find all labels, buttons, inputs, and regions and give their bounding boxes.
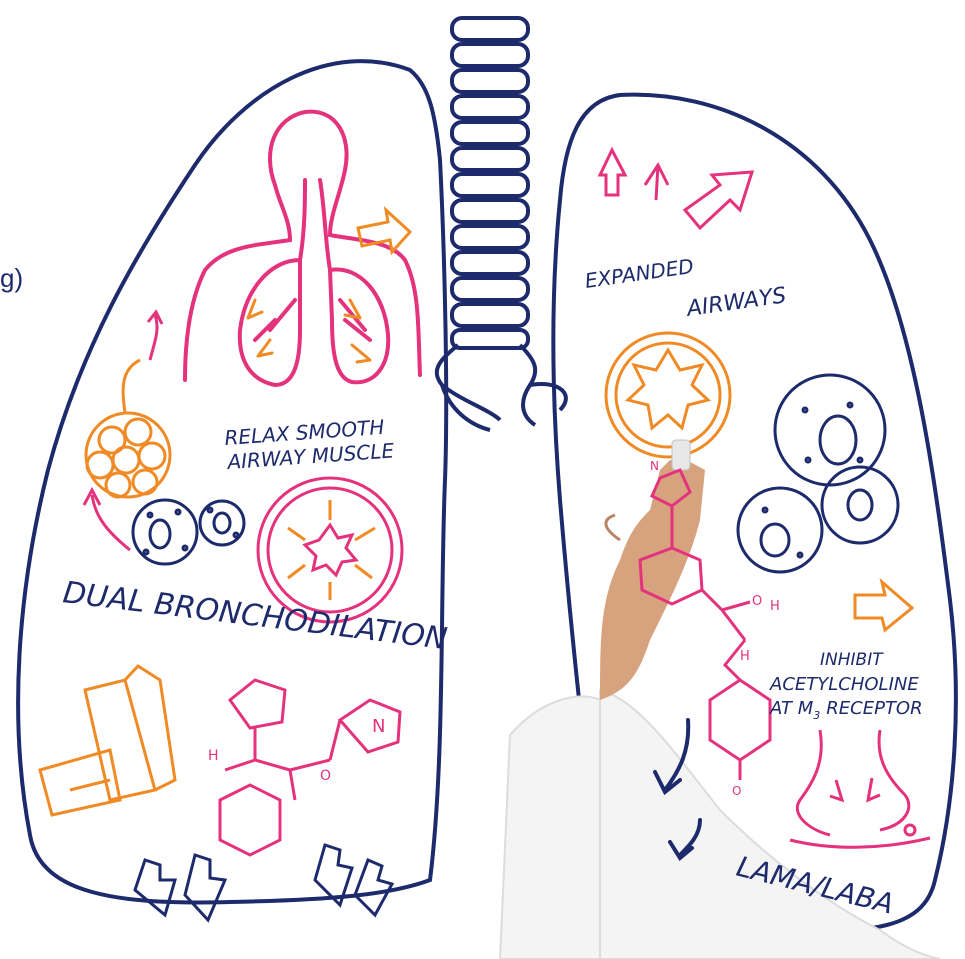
expanded-airway-icon <box>606 333 730 457</box>
airway-cross-section-icon <box>258 478 402 622</box>
chem-label: N <box>650 459 659 473</box>
inhaler-icon <box>40 666 175 815</box>
cells-icon <box>133 500 244 564</box>
respiratory-system-icon <box>185 112 420 385</box>
inhibit-label-line1: INHIBIT <box>820 650 884 670</box>
inhibit-label-line2: ACETYLCHOLINE <box>769 674 919 695</box>
chem-label: O <box>732 784 741 798</box>
expanded-label-line2: AIRWAYS <box>683 283 787 322</box>
receptor-icon <box>790 730 930 847</box>
curved-arrow-icon <box>148 312 162 360</box>
chem-label: H <box>770 599 780 614</box>
chem-label: H <box>740 649 750 664</box>
cells-icon <box>738 375 898 572</box>
down-arrows-icon <box>135 845 392 920</box>
right-arrow-icon <box>855 582 912 630</box>
alveoli-cluster-icon <box>86 360 170 497</box>
curved-arrow-icon <box>84 490 130 550</box>
fragment-text: g) <box>0 263 23 293</box>
up-arrows-icon <box>600 150 752 228</box>
chemical-structure-left <box>220 680 400 855</box>
bronchi-icon <box>437 345 566 430</box>
chem-label: N <box>372 716 385 737</box>
chem-label: O <box>752 594 762 609</box>
chem-label: O <box>320 768 331 784</box>
expanded-label-line1: EXPANDED <box>583 254 695 293</box>
left-lung-outline <box>18 61 446 902</box>
trachea-icon <box>452 18 528 348</box>
chem-label: H <box>208 748 219 764</box>
